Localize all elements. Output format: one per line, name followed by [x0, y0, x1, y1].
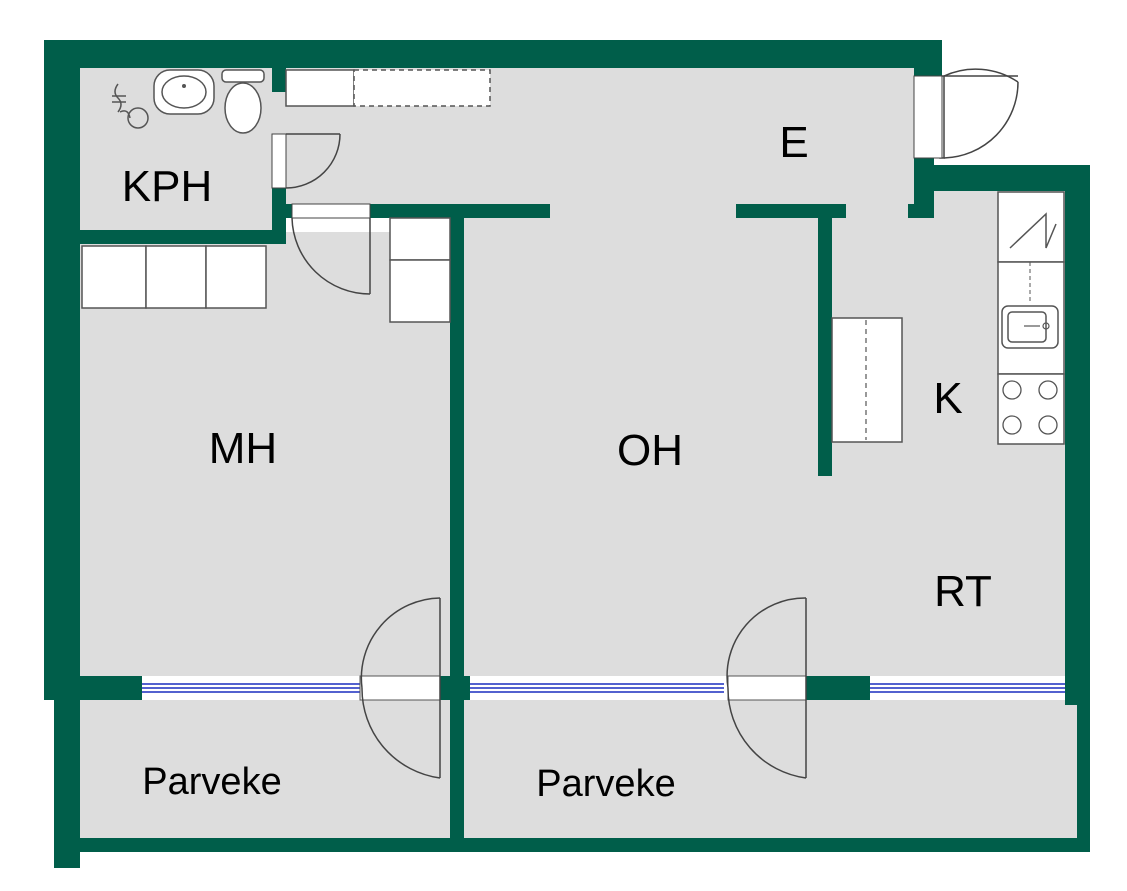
wall-entry-right [914, 40, 942, 76]
wall-corridor-a [284, 204, 292, 218]
bedroom-door [291, 203, 371, 295]
wall-bath-right [272, 68, 286, 92]
doors [271, 68, 1019, 779]
toilet-icon [221, 69, 265, 134]
label-entrance: E [779, 118, 808, 167]
wall-right [1065, 165, 1090, 705]
sink-icon [153, 69, 215, 115]
bedroom-wardrobe [81, 245, 267, 309]
balcony-door-frame-left [359, 675, 441, 701]
wall-corridor-d [908, 204, 930, 218]
label-balcony-left: Parveke [142, 761, 281, 803]
wall-right-balcony [1077, 700, 1090, 852]
wall-facade-2 [440, 676, 470, 700]
balcony-door-frame-right [727, 675, 807, 701]
floor-living-kitchen [464, 218, 1065, 676]
kitchen-shelf [831, 317, 903, 443]
label-living-room: OH [617, 426, 683, 475]
windows [142, 675, 1065, 701]
label-bedroom: MH [209, 424, 277, 473]
wall-facade-3 [806, 676, 870, 700]
room-labels: KPH E MH OH K RT Parveke Parveke [122, 118, 992, 805]
label-dining: RT [934, 567, 992, 616]
stove-icon [997, 373, 1065, 445]
balcony-door-left [360, 597, 441, 779]
wall-bath-right-2 [272, 188, 286, 232]
label-bathroom: KPH [122, 162, 212, 211]
entrance-door [913, 68, 1019, 159]
label-kitchen: K [933, 374, 962, 423]
wall-kitchen-partition [818, 204, 832, 476]
entrance-wardrobe [285, 69, 491, 107]
wall-top [44, 40, 942, 68]
living-room-cabinet [389, 217, 451, 323]
wall-bath-bottom [80, 230, 286, 244]
wall-facade-1 [80, 676, 142, 700]
shower-icon [112, 83, 149, 129]
floor-balcony-left [80, 700, 450, 838]
bathroom-door [271, 133, 341, 189]
balcony-door-right [726, 597, 807, 779]
wall-mid [450, 204, 464, 838]
label-balcony-right: Parveke [536, 763, 675, 805]
walls [44, 40, 1090, 868]
wall-bottom [54, 838, 1090, 852]
fixtures [81, 69, 1065, 445]
wall-right-top [914, 165, 1090, 191]
wall-left [44, 40, 80, 700]
floor-balcony-right [464, 700, 1077, 838]
kitchen-sink-icon [1001, 305, 1059, 349]
